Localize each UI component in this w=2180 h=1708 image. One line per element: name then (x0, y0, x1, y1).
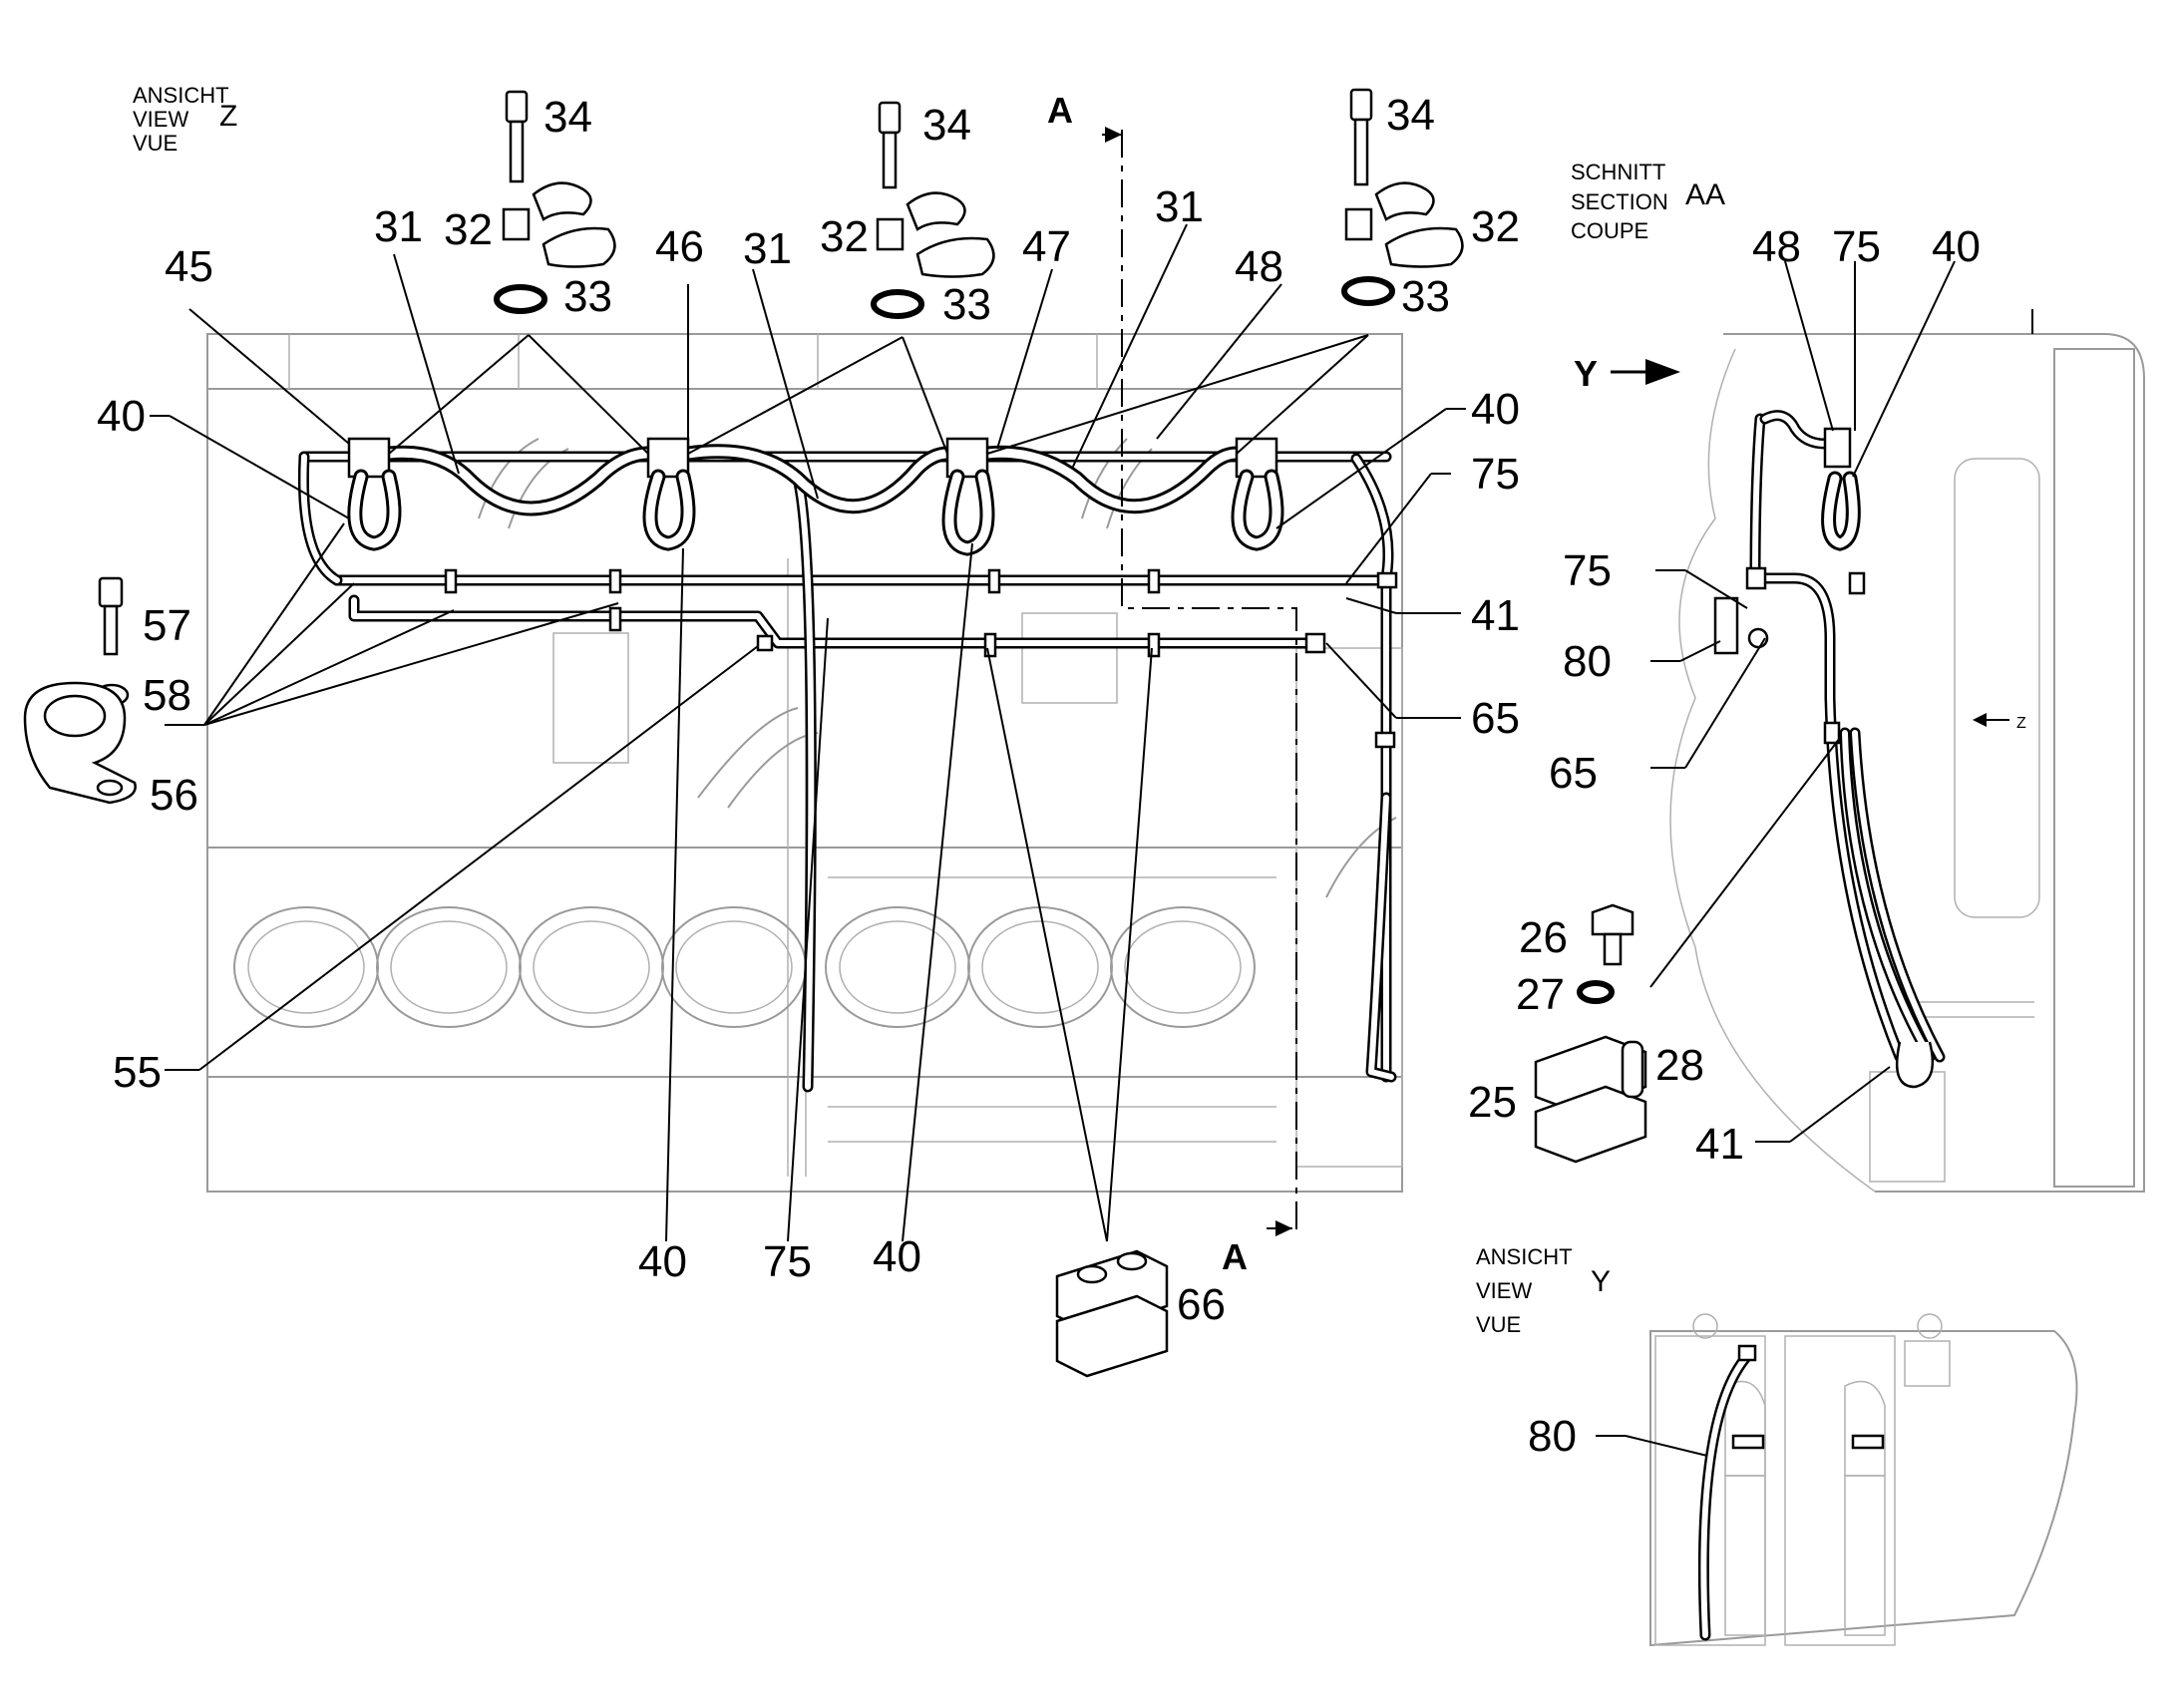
callout-40: 40 (638, 1237, 687, 1286)
callout-32: 32 (444, 205, 493, 254)
section-marker-bottom: A (1222, 1236, 1248, 1277)
callout-65: 65 (1471, 694, 1520, 743)
main-leaders (150, 223, 1466, 1242)
view-z-line-1: ANSICHT (133, 83, 229, 108)
section-aa-view: SCHNITT SECTION COUPE AA (1468, 160, 2145, 1193)
callout-46: 46 (655, 222, 704, 271)
bolt-34-a (505, 90, 529, 183)
callout-34: 34 (1386, 91, 1435, 140)
callout-33: 33 (563, 272, 612, 321)
pclamp-group (23, 576, 137, 805)
pump-4 (1231, 437, 1284, 551)
callout-34: 34 (544, 93, 592, 142)
bolt-34-b (878, 101, 902, 189)
clamp-32-c (1344, 181, 1464, 268)
callout-40: 40 (97, 392, 146, 441)
callout-55: 55 (113, 1048, 162, 1097)
callout-25: 25 (1468, 1078, 1517, 1127)
callout-41: 41 (1695, 1120, 1744, 1169)
callout-26: 26 (1519, 913, 1568, 962)
callout-58: 58 (143, 671, 191, 720)
hose-80-leader-diag (1625, 1435, 1708, 1457)
block-clamp-66 (1055, 1249, 1169, 1378)
callout-40: 40 (1932, 222, 1981, 271)
callout-65: 65 (1549, 749, 1598, 798)
callout-45: 45 (165, 242, 213, 291)
callout-32: 32 (1471, 202, 1520, 251)
callout-32: 32 (820, 212, 869, 261)
sleeve-28 (1621, 1040, 1644, 1099)
cylinder-bores (233, 906, 1256, 1028)
view-y-title: ANSICHT VIEW VUE Y (1476, 1244, 1611, 1337)
view-y-line-2: VIEW (1476, 1278, 1532, 1303)
callout-47: 47 (1022, 222, 1071, 271)
section-line-aa: A A (1047, 90, 1297, 1277)
view-y-line-3: VUE (1476, 1312, 1521, 1337)
main-view-z: A A ANSICHT VIEW VUE Z (23, 83, 1520, 1378)
pump-1 (347, 437, 402, 551)
pump-2 (642, 437, 696, 551)
bolt-34-c (1349, 88, 1373, 186)
background-hoses (478, 438, 1397, 898)
view-y-detail: ANSICHT VIEW VUE Y 80 (1476, 1244, 2078, 1647)
bolt-26 (1591, 903, 1635, 966)
callout-57: 57 (143, 601, 191, 650)
callout-75: 75 (1832, 222, 1881, 271)
clamp-block-25 (1534, 1035, 1647, 1164)
section-aa-line-1: SCHNITT (1571, 160, 1665, 184)
clamp-32-b (876, 191, 995, 278)
callout-40: 40 (1471, 385, 1520, 434)
oring-33-b (871, 289, 924, 319)
section-aa-lines (1713, 410, 1946, 1089)
section-aa-title: SCHNITT SECTION COUPE AA (1571, 160, 1725, 243)
hose-80 (1697, 1344, 1757, 1641)
jumper-hoses (381, 444, 1245, 516)
callout-56: 56 (150, 771, 198, 820)
view-y-frame (1649, 1313, 2078, 1647)
view-y-marker: Y (1574, 353, 1598, 394)
callout-48: 48 (1235, 242, 1283, 291)
view-y-letter: Y (1591, 1265, 1611, 1298)
view-z-line-3: VUE (133, 131, 178, 156)
callout-66: 66 (1177, 1280, 1226, 1329)
callout-33: 33 (1401, 272, 1450, 321)
view-z-letter: Z (219, 100, 237, 133)
view-z-title: ANSICHT VIEW VUE Z (133, 83, 237, 156)
fuel-lines (297, 451, 1397, 1093)
rail-clamps (444, 568, 1398, 749)
nut-27 (1577, 980, 1615, 1004)
callout-80: 80 (1528, 1412, 1577, 1461)
callout-41: 41 (1471, 591, 1520, 640)
oring-33-c (1341, 276, 1395, 306)
callout-75: 75 (763, 1237, 812, 1286)
view-y-line-1: ANSICHT (1476, 1244, 1573, 1269)
section-aa-line-2: SECTION (1571, 189, 1668, 214)
view-z-line-2: VIEW (133, 107, 188, 132)
callout-34: 34 (922, 101, 971, 150)
view-z-arrow: Z (1973, 713, 2026, 732)
callout-48: 48 (1752, 222, 1801, 271)
callout-27: 27 (1516, 970, 1565, 1019)
callout-75: 75 (1563, 546, 1612, 595)
view-y-arrow: Y (1574, 353, 1680, 394)
callout-80: 80 (1563, 637, 1612, 686)
callout-33: 33 (942, 280, 991, 329)
callout-31: 31 (743, 224, 792, 273)
callout-31: 31 (1155, 182, 1204, 231)
section-marker-top: A (1047, 90, 1073, 131)
callout-75: 75 (1471, 450, 1520, 499)
oring-33-a (494, 284, 547, 314)
clamp-32-a (502, 181, 616, 268)
callout-40: 40 (873, 1232, 921, 1281)
section-aa-letter: AA (1685, 178, 1725, 211)
section-aa-callouts: 48 75 40 75 80 65 26 27 28 25 41 (1468, 222, 1981, 1169)
main-callouts: 34 34 34 32 32 32 33 33 33 31 31 31 45 4… (97, 91, 1520, 1329)
section-aa-leaders (1649, 260, 1956, 1143)
callout-31: 31 (374, 202, 423, 251)
view-z-arrow-label: Z (2016, 715, 2026, 732)
pump-3 (941, 437, 995, 556)
section-aa-line-3: COUPE (1571, 218, 1648, 243)
callout-28: 28 (1655, 1041, 1704, 1090)
